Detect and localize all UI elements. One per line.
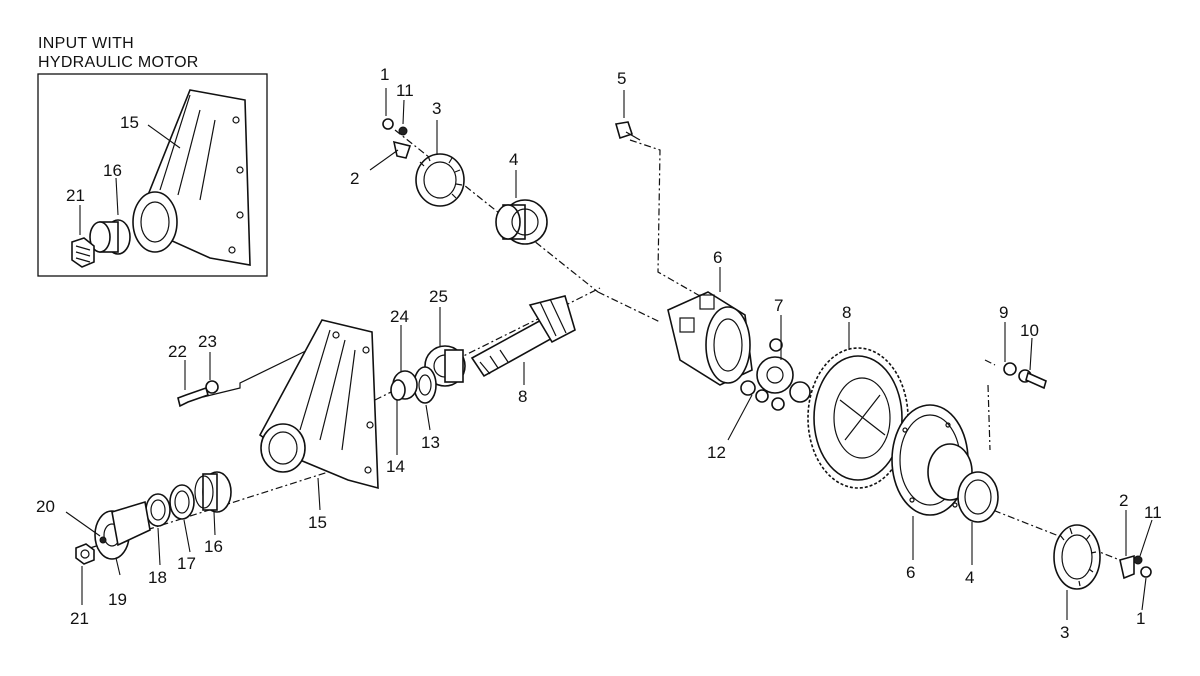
part-ring-nut-3-top (415, 153, 465, 207)
part-ring-nut-3-bottom (1053, 524, 1101, 590)
part-bolt-5 (614, 121, 641, 141)
part-washer-23 (205, 380, 219, 394)
part-flange-19 (94, 500, 151, 560)
callout-10: 10 (1020, 321, 1039, 340)
bolt-22-leader-line (202, 344, 319, 398)
callout-24: 24 (390, 307, 409, 326)
callout-12: 12 (707, 443, 726, 462)
callout-15: 15 (308, 513, 327, 532)
callout-3-top: 3 (432, 99, 441, 118)
part-housing-15 (258, 319, 379, 490)
inset-motor-housing (132, 89, 251, 266)
part-nut-21 (75, 543, 95, 565)
part-oring-20 (99, 536, 107, 544)
callout-8-pinion: 8 (518, 387, 527, 406)
callout-9: 9 (999, 303, 1008, 322)
part-bolt-1-top (382, 118, 394, 130)
part-spider-gear-7 (756, 338, 811, 403)
part-washer-11-top (398, 126, 408, 136)
part-ring-18 (145, 493, 171, 527)
callout-11-bottom: 11 (1144, 503, 1162, 522)
callout-19: 19 (108, 590, 127, 609)
callout-2-bottom: 2 (1119, 491, 1128, 510)
part-pinion-shaft-8 (470, 295, 576, 378)
inset-callout-21: 21 (66, 186, 85, 205)
callout-25: 25 (429, 287, 448, 306)
inset-callout-16: 16 (103, 161, 122, 180)
callout-6-top: 6 (713, 248, 722, 267)
callout-4-top: 4 (509, 150, 518, 169)
part-bolt-10 (1018, 369, 1047, 390)
callout-1-bottom: 1 (1136, 609, 1145, 628)
callout-23: 23 (198, 332, 217, 351)
callout-4-bottom: 4 (965, 568, 974, 587)
part-bearing-16 (194, 471, 232, 513)
callout-2-top: 2 (350, 169, 359, 188)
part-bearing-4-top (495, 199, 548, 245)
callout-11-top: 11 (396, 81, 414, 100)
inset-callout-15: 15 (120, 113, 139, 132)
callout-8-ring-gear: 8 (842, 303, 851, 322)
inset-nut (71, 237, 95, 268)
callout-3-bottom: 3 (1060, 623, 1069, 642)
callout-18: 18 (148, 568, 167, 587)
part-seal-17 (169, 484, 195, 520)
axis-bolt-5 (629, 139, 701, 297)
callout-6-bottom: 6 (906, 563, 915, 582)
axis-bolt-10 (984, 359, 996, 451)
part-washer-9 (1003, 362, 1017, 376)
inset-title: INPUT WITH HYDRAULIC MOTOR (38, 34, 199, 72)
callout-21: 21 (70, 609, 89, 628)
inset-title-line1: INPUT WITH (38, 35, 135, 52)
part-lock-plate-2-top (392, 140, 412, 159)
part-bolt-1-bottom (1140, 566, 1152, 578)
callout-16: 16 (204, 537, 223, 556)
callout-1-top: 1 (380, 65, 389, 84)
part-pinion-shaft-12 (740, 380, 785, 411)
part-diff-case-6-bottom (891, 404, 973, 516)
callout-22: 22 (168, 342, 187, 361)
part-diff-case-6-top (667, 291, 753, 386)
part-lock-plate-2-bottom (1119, 554, 1135, 580)
callout-5: 5 (617, 69, 626, 88)
part-seal-14 (390, 379, 406, 401)
callout-17: 17 (177, 554, 196, 573)
callout-20: 20 (36, 497, 55, 516)
inset-bearing (89, 219, 131, 255)
part-ring-gear-8 (807, 347, 909, 489)
inset-frame (37, 73, 268, 277)
axis-upper (394, 129, 661, 323)
part-bolt-22 (177, 386, 209, 408)
part-bearing-4-bottom (957, 471, 999, 523)
callout-13: 13 (421, 433, 440, 452)
axis-right (979, 504, 1126, 563)
callout-7: 7 (774, 296, 783, 315)
part-washer-11-bottom (1133, 555, 1143, 565)
callout-14: 14 (386, 457, 405, 476)
inset-title-line2: HYDRAULIC MOTOR (38, 54, 199, 71)
